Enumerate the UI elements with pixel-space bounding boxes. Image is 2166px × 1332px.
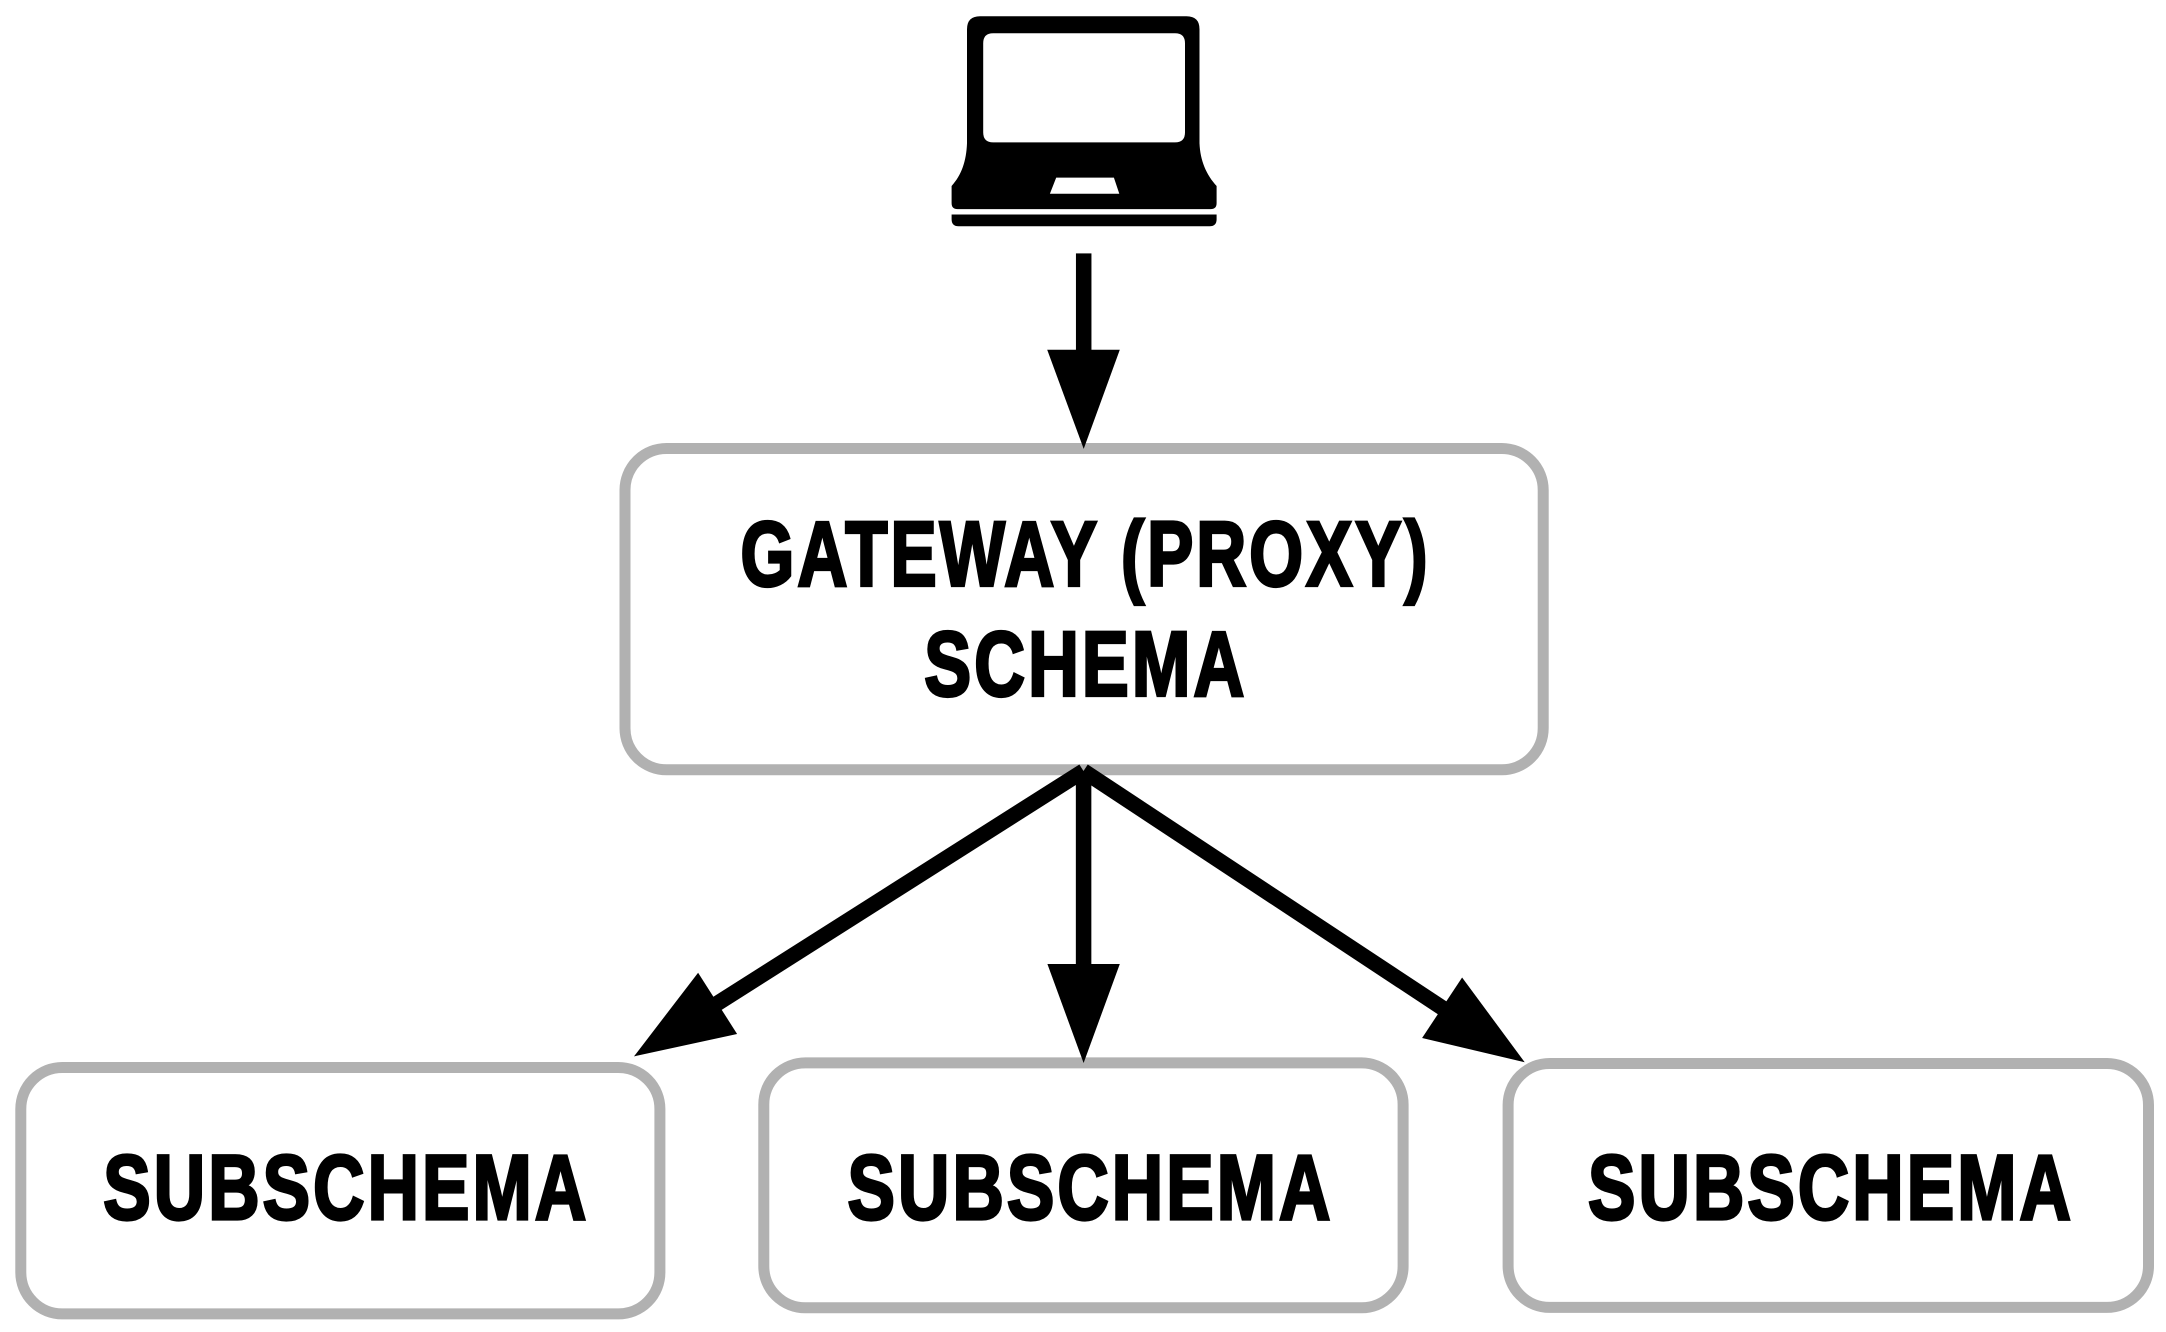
svg-text:GATEWAY (PROXY): GATEWAY (PROXY) — [741, 503, 1431, 605]
svg-text:SUBSCHEMA: SUBSCHEMA — [103, 1137, 589, 1239]
svg-text:SUBSCHEMA: SUBSCHEMA — [1588, 1137, 2074, 1239]
svg-text:SCHEMA: SCHEMA — [924, 613, 1247, 715]
svg-text:SUBSCHEMA: SUBSCHEMA — [848, 1137, 1334, 1239]
